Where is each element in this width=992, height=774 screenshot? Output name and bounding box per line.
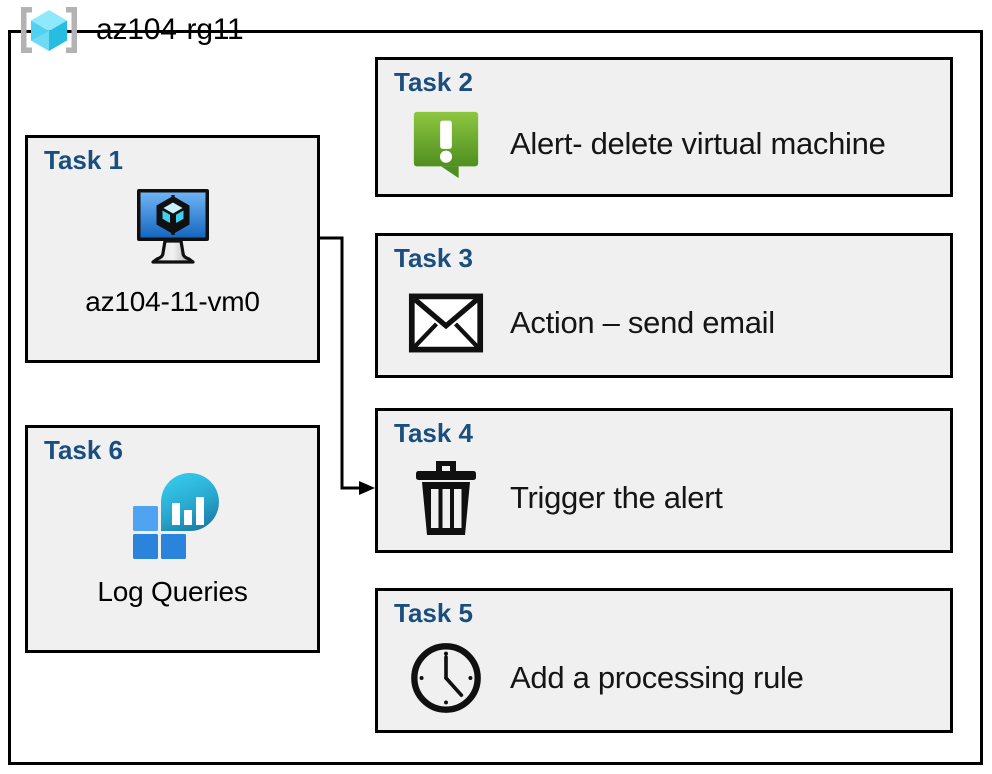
resource-group-header: az104-rg11 <box>12 2 244 58</box>
task-caption: Alert- delete virtual machine <box>510 126 886 161</box>
task-caption: az104-11-vm0 <box>85 286 260 317</box>
virtual-machine-icon <box>127 184 219 270</box>
task-card-task-6[interactable]: Task 6 <box>25 425 320 653</box>
task-card-task-2[interactable]: Task 2 Alert- delete virtual machin <box>375 57 953 197</box>
task-title: Task 1 <box>44 145 124 175</box>
task-caption: Trigger the alert <box>510 479 723 515</box>
clock-icon <box>408 640 484 716</box>
task-card-task-4[interactable]: Task 4 Trigger the alert <box>375 408 953 553</box>
resource-group-frame-gap <box>29 55 293 71</box>
task-title: Task 4 <box>394 418 474 448</box>
envelope-icon <box>408 285 484 361</box>
task-caption: Log Queries <box>97 576 248 607</box>
task-title: Task 3 <box>394 243 474 273</box>
trash-delete-icon <box>408 460 484 536</box>
resource-group-frame <box>8 30 983 765</box>
task-title: Task 2 <box>394 67 474 97</box>
task-card-task-1[interactable]: Task 1 <box>25 135 320 363</box>
resource-group-cube-icon <box>21 7 77 53</box>
log-analytics-icon <box>123 473 223 560</box>
resource-group-label: az104-rg11 <box>96 13 244 46</box>
task-caption: Action – send email <box>510 304 775 340</box>
task-card-task-5[interactable]: Task 5 Add a processing rule <box>375 588 953 733</box>
task-title: Task 5 <box>394 598 474 628</box>
task-card-task-3[interactable]: Task 3 Action – send email <box>375 233 953 378</box>
task-title: Task 6 <box>44 435 124 465</box>
task-caption: Add a processing rule <box>510 659 804 695</box>
alert-exclamation-icon <box>408 106 484 182</box>
